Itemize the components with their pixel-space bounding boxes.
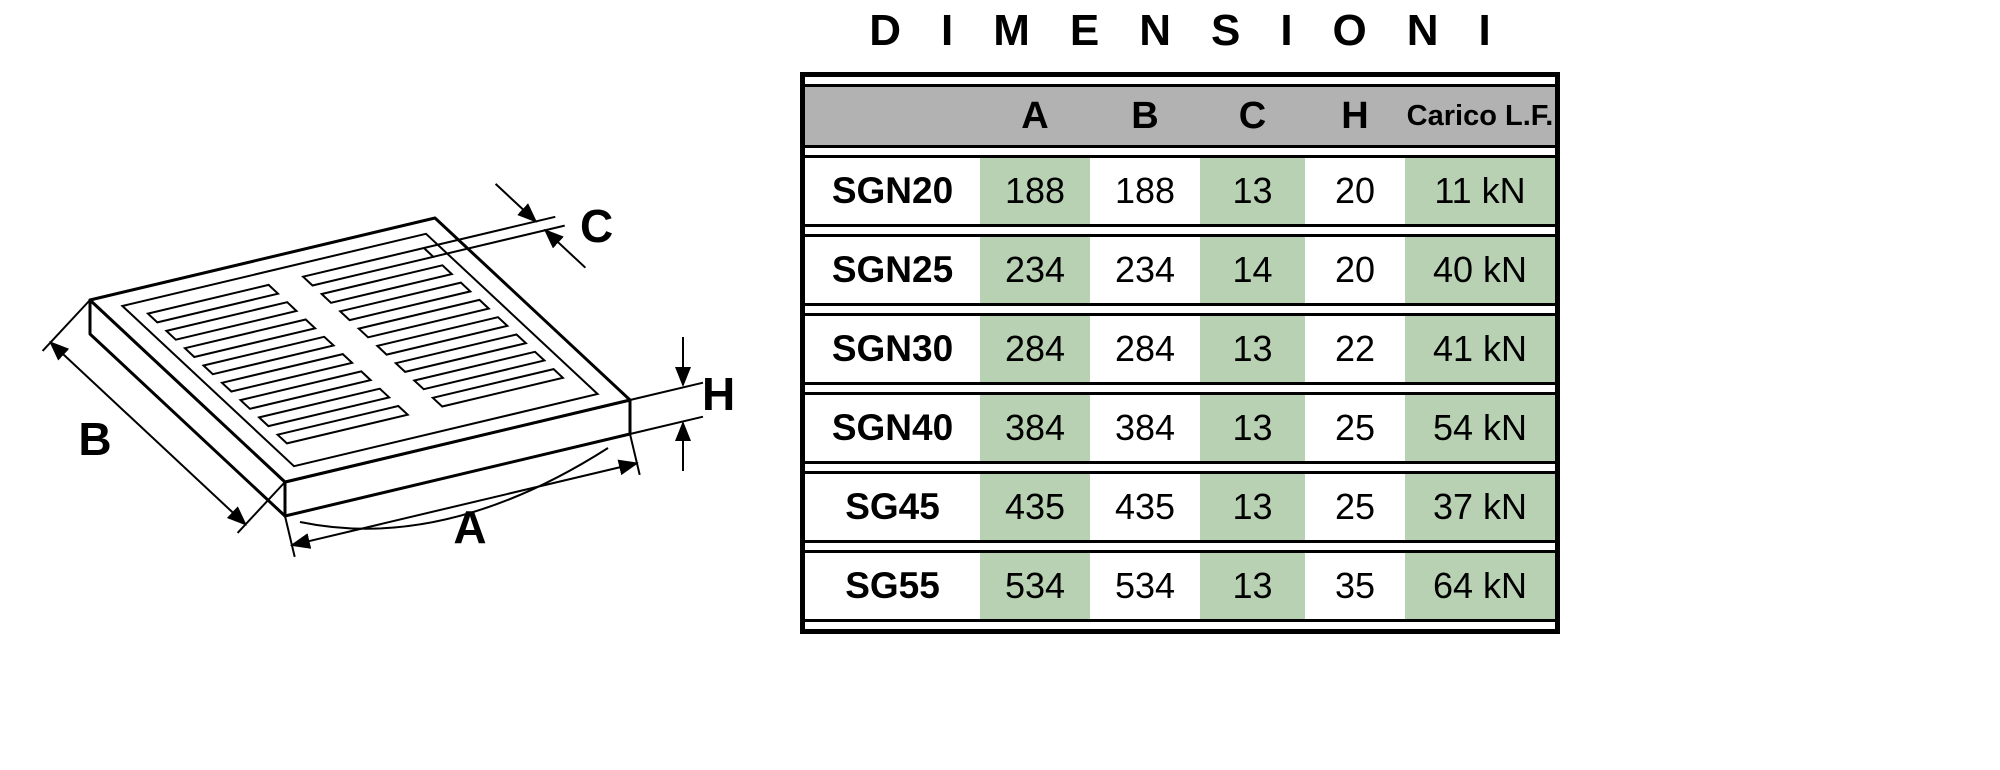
grate-body [88, 216, 632, 530]
cell-value: 13 [1200, 158, 1305, 224]
cell-model: SGN40 [831, 407, 954, 448]
grate-slot [412, 350, 547, 391]
cell-value: 384 [1114, 407, 1176, 448]
page-title: DIMENSIONI [869, 6, 1531, 55]
dimensions-panel: DIMENSIONI A B C H Carico L.F. SGN20 188 1… [800, 6, 1560, 634]
dimension-b: B [41, 299, 286, 534]
cell-value: 13 [1200, 395, 1305, 461]
cell-value: 25 [1334, 486, 1376, 527]
col-header-model [805, 87, 980, 145]
cell-value: 37 kN [1405, 474, 1555, 540]
cell-value: 188 [1114, 170, 1176, 211]
dim-b-arrow [49, 341, 247, 526]
dim-a-arrow [289, 459, 639, 549]
table-row: SG55 534 534 13 35 64 kN [805, 550, 1555, 622]
cell-value: 188 [980, 158, 1090, 224]
cell-value: 20 [1334, 170, 1376, 211]
dim-label-h: H [702, 368, 735, 420]
dim-label-c: C [580, 200, 613, 252]
cell-value: 534 [980, 553, 1090, 619]
cell-value: 13 [1200, 474, 1305, 540]
grate-slot [257, 387, 392, 428]
table-row: SGN25 234 234 14 20 40 kN [805, 234, 1555, 306]
grate-slots [145, 246, 565, 445]
cell-value: 20 [1334, 249, 1376, 290]
cell-value: 22 [1334, 328, 1376, 369]
cell-value: 534 [1114, 565, 1176, 606]
grate-slot [145, 283, 281, 324]
dimensions-table: A B C H Carico L.F. SGN20 188 188 13 20 11 kN… [800, 72, 1560, 634]
dimension-a: A [284, 433, 641, 558]
cell-value: 13 [1200, 553, 1305, 619]
cell-value: 435 [1114, 486, 1176, 527]
cell-model: SG55 [845, 565, 940, 606]
cell-value: 35 [1334, 565, 1376, 606]
grate-slot [164, 301, 299, 341]
cell-value: 284 [980, 316, 1090, 382]
col-header-h: H [1305, 87, 1405, 145]
cell-value: 11 kN [1405, 158, 1555, 224]
cell-value: 234 [1114, 249, 1176, 290]
col-header-carico: Carico L.F. [1405, 87, 1555, 145]
cell-value: 234 [980, 237, 1090, 303]
table-row: SG45 435 435 13 25 37 kN [805, 471, 1555, 543]
cell-model: SGN25 [831, 249, 954, 290]
cell-model: SG45 [845, 486, 940, 527]
dim-label-b: B [78, 413, 111, 465]
cell-value: 25 [1334, 407, 1376, 448]
grate-slot [338, 281, 473, 322]
grate-slot [375, 316, 510, 356]
cell-value: 13 [1200, 316, 1305, 382]
table-row: SGN20 188 188 13 20 11 kN [805, 155, 1555, 227]
cell-value: 41 kN [1405, 316, 1555, 382]
table-row: SGN30 284 284 13 22 41 kN [805, 313, 1555, 385]
grate-slot [430, 368, 565, 408]
grate-slot [393, 333, 528, 373]
cell-value: 54 kN [1405, 395, 1555, 461]
grate-slot [275, 404, 410, 445]
dim-label-a: A [453, 501, 486, 553]
grate-drawing: B A H C [41, 183, 735, 558]
dimension-c: C [423, 183, 613, 269]
cell-value: 40 kN [1405, 237, 1555, 303]
table-row: SGN40 384 384 13 25 54 kN [805, 392, 1555, 464]
cell-value: 435 [980, 474, 1090, 540]
cell-value: 14 [1200, 237, 1305, 303]
cell-value: 284 [1114, 328, 1176, 369]
col-header-a: A [980, 87, 1090, 145]
grate-slot [319, 264, 454, 304]
dim-c-arrow-bottom [543, 228, 587, 269]
cell-model: SGN20 [831, 170, 954, 211]
cell-model: SGN30 [831, 328, 954, 369]
dim-c-arrow-top [494, 183, 538, 223]
dimension-h: H [629, 337, 735, 471]
grate-slot [356, 298, 491, 339]
cell-value: 384 [980, 395, 1090, 461]
col-header-b: B [1090, 87, 1200, 145]
table-header-row: A B C H Carico L.F. [805, 84, 1555, 148]
cell-value: 64 kN [1405, 553, 1555, 619]
col-header-c: C [1200, 87, 1305, 145]
